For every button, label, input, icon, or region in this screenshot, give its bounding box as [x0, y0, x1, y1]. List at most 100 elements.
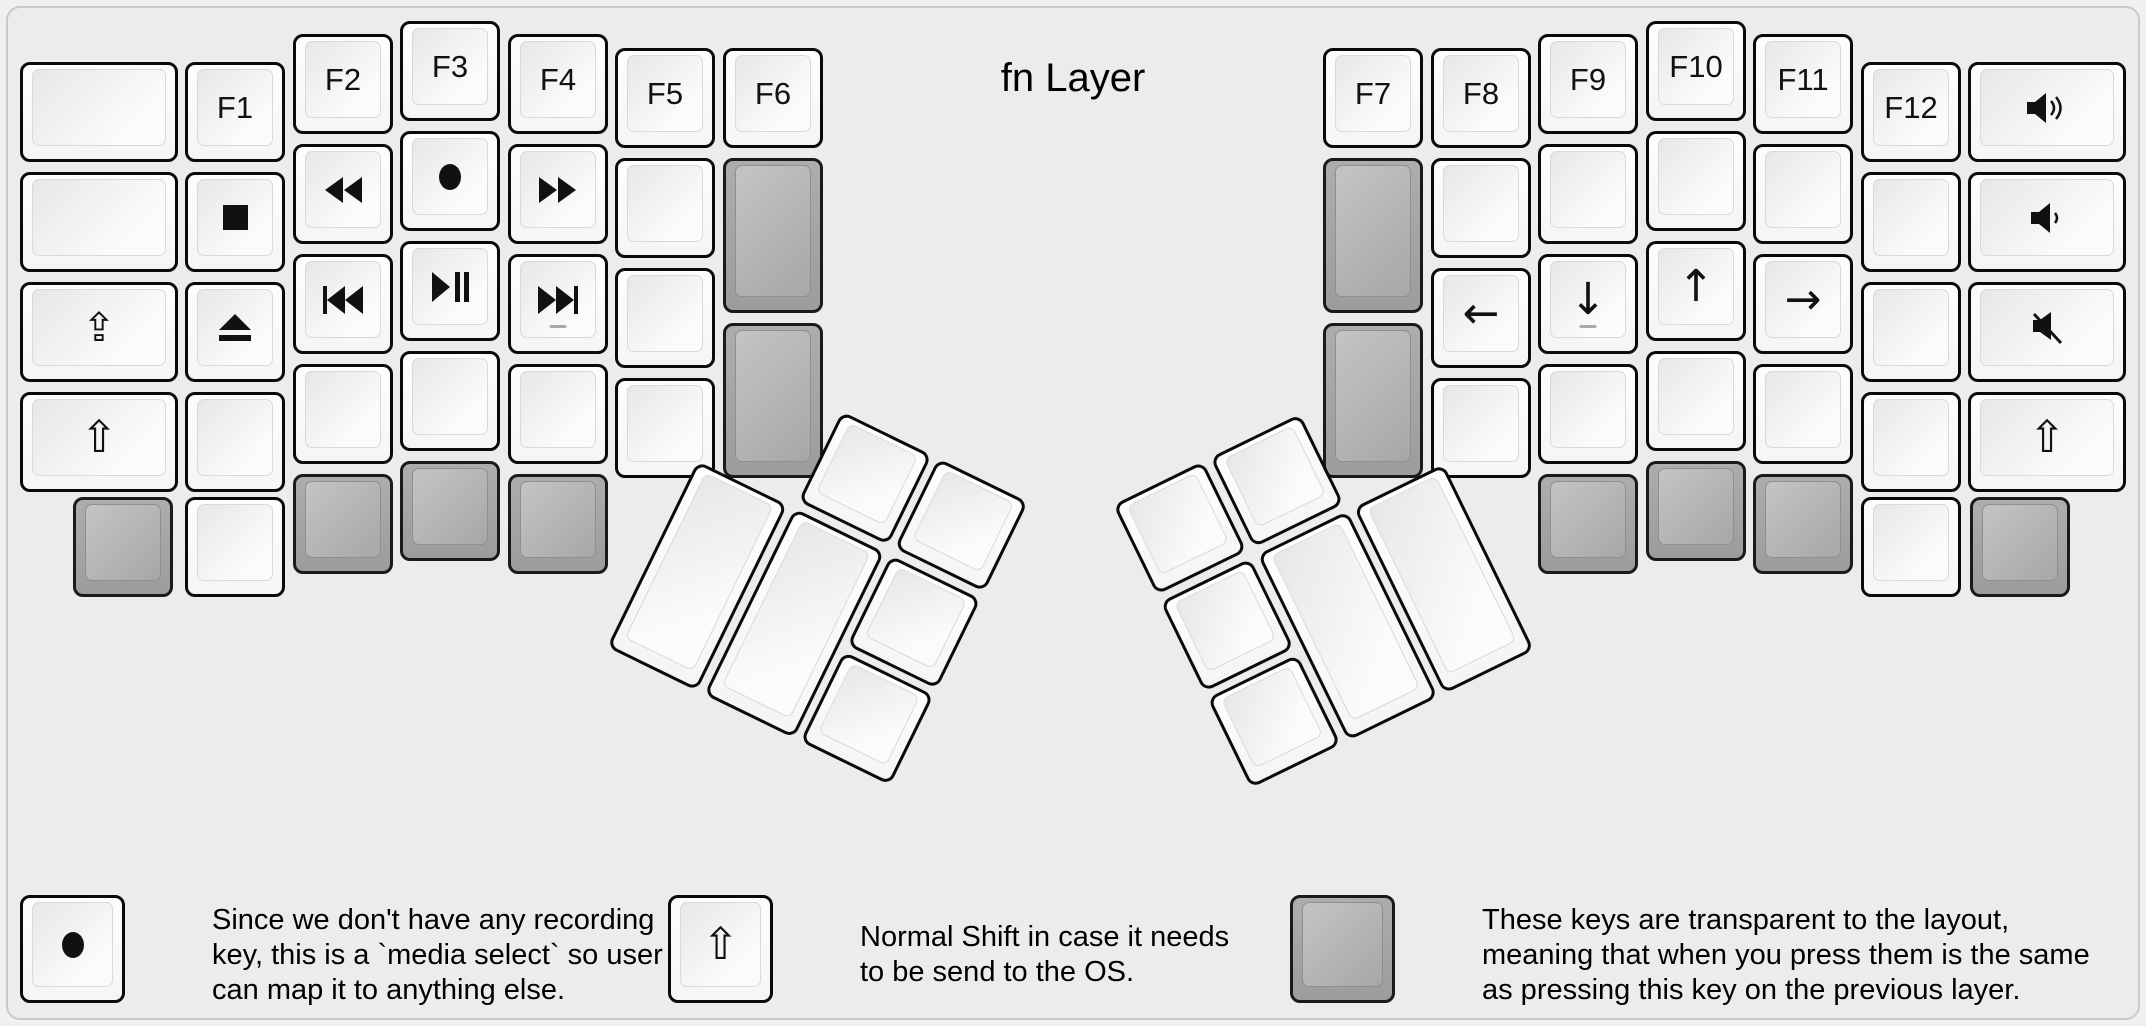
- legend-media-select-line-3: can map it to anything else.: [212, 974, 566, 1006]
- key-blank-f12-col-r4-top: [1873, 399, 1949, 476]
- key-f5-label: F5: [646, 75, 684, 111]
- key-f6-top: F6: [735, 55, 811, 132]
- key-arrow-up[interactable]: ↑: [1646, 241, 1746, 341]
- key-media-fast-forward[interactable]: [508, 144, 608, 244]
- key-blank-f5-col-r2[interactable]: [615, 158, 715, 258]
- key-blank-f11-col-r4[interactable]: [1753, 364, 1853, 464]
- key-blank-f8-col-r2[interactable]: [1431, 158, 1531, 258]
- key-blank-f8-col-r4[interactable]: [1431, 378, 1531, 478]
- key-blank-left-outer-r2[interactable]: [20, 172, 178, 272]
- stop-icon: [222, 204, 249, 231]
- key-blank-f10-col-r4[interactable]: [1646, 351, 1746, 451]
- key-blank-f10-col-r2[interactable]: [1646, 131, 1746, 231]
- key-f9[interactable]: F9: [1538, 34, 1638, 134]
- key-blank-f5-col-r4-top: [627, 385, 703, 462]
- key-blank-f3-col[interactable]: [400, 351, 500, 451]
- legend-transparent-line-3: as pressing this key on the previous lay…: [1482, 974, 2021, 1006]
- key-media-rewind[interactable]: [293, 144, 393, 244]
- key-blank-f12-col-r4[interactable]: [1861, 392, 1961, 492]
- key-media-next-track[interactable]: [508, 254, 608, 354]
- key-transparent-f7-tall-2[interactable]: [1323, 323, 1423, 478]
- key-f12-label: F12: [1884, 89, 1938, 125]
- key-f3[interactable]: F3: [400, 21, 500, 121]
- key-blank-f12-col-r3[interactable]: [1861, 282, 1961, 382]
- eject-icon: [217, 313, 253, 342]
- key-f6[interactable]: F6: [723, 48, 823, 148]
- key-shift-right-glyph: ⇧: [2028, 411, 2066, 463]
- key-media-play-pause-top: [412, 248, 488, 325]
- key-f2[interactable]: F2: [293, 34, 393, 134]
- key-media-eject-top: [197, 289, 273, 366]
- legend-normal-shift-line-1: Normal Shift in case it needs: [860, 921, 1230, 953]
- key-blank-f9-col-r2-top: [1550, 151, 1626, 228]
- mute-icon: [2029, 311, 2065, 345]
- key-volume-mute[interactable]: [1968, 282, 2126, 382]
- key-f1-label: F1: [216, 89, 254, 125]
- volume-up-icon: [2025, 92, 2069, 124]
- key-blank-f2-col[interactable]: [293, 364, 393, 464]
- key-arrow-down[interactable]: ↓: [1538, 254, 1638, 354]
- key-transparent-left-bottom-4[interactable]: [400, 461, 500, 561]
- key-shift-right-top: ⇧: [1980, 399, 2114, 476]
- key-f12[interactable]: F12: [1861, 62, 1961, 162]
- record-icon: [437, 162, 463, 192]
- key-transparent-right-bottom-5[interactable]: [1970, 497, 2070, 597]
- key-transparent-left-bottom-4-top: [412, 468, 488, 545]
- key-blank-f12-col-r2-top: [1873, 179, 1949, 256]
- key-transparent-right-bottom-1-top: [1550, 481, 1626, 558]
- key-blank-f10-col-r2-top: [1658, 138, 1734, 215]
- key-transparent-left-bottom-1[interactable]: [73, 497, 173, 597]
- key-arrow-right[interactable]: →: [1753, 254, 1853, 354]
- key-f10[interactable]: F10: [1646, 21, 1746, 121]
- key-transparent-f7-tall-1[interactable]: [1323, 158, 1423, 313]
- key-f1[interactable]: F1: [185, 62, 285, 162]
- key-media-play-pause[interactable]: [400, 241, 500, 341]
- key-volume-down[interactable]: [1968, 172, 2126, 272]
- key-f10-top: F10: [1658, 28, 1734, 105]
- key-blank-f5-col-r3[interactable]: [615, 268, 715, 368]
- key-transparent-f6-tall-2[interactable]: [723, 323, 823, 478]
- key-f5[interactable]: F5: [615, 48, 715, 148]
- legend-media-select-line-2: key, this is a `media select` so user: [212, 939, 663, 971]
- key-transparent-f6-tall-1[interactable]: [723, 158, 823, 313]
- key-transparent-left-bottom-3[interactable]: [293, 474, 393, 574]
- key-arrow-left[interactable]: ←: [1431, 268, 1531, 368]
- key-transparent-left-bottom-5-top: [520, 481, 596, 558]
- key-blank-left-bottom-2[interactable]: [185, 497, 285, 597]
- key-arrow-left-glyph: ←: [1462, 287, 1500, 339]
- key-transparent-right-bottom-2-top: [1658, 468, 1734, 545]
- key-transparent-right-bottom-2[interactable]: [1646, 461, 1746, 561]
- key-blank-f9-col-r4[interactable]: [1538, 364, 1638, 464]
- key-blank-f1-col[interactable]: [185, 392, 285, 492]
- key-media-eject[interactable]: [185, 282, 285, 382]
- key-blank-right-bottom-4[interactable]: [1861, 497, 1961, 597]
- key-blank-f4-col[interactable]: [508, 364, 608, 464]
- key-blank-f9-col-r2[interactable]: [1538, 144, 1638, 244]
- key-blank-f8-col-r2-top: [1443, 165, 1519, 242]
- key-shift-left[interactable]: ⇧: [20, 392, 178, 492]
- key-shift-right[interactable]: ⇧: [1968, 392, 2126, 492]
- key-caps-lock[interactable]: ⇪: [20, 282, 178, 382]
- key-media-record[interactable]: [400, 131, 500, 231]
- key-f11[interactable]: F11: [1753, 34, 1853, 134]
- next-track-icon: [537, 285, 579, 314]
- key-media-stop[interactable]: [185, 172, 285, 272]
- key-transparent-right-bottom-1[interactable]: [1538, 474, 1638, 574]
- homing-dash: [1579, 325, 1597, 328]
- key-f4[interactable]: F4: [508, 34, 608, 134]
- key-transparent-left-bottom-1-top: [85, 504, 161, 581]
- key-f8[interactable]: F8: [1431, 48, 1531, 148]
- key-blank-f1-col-top: [197, 399, 273, 476]
- key-f7[interactable]: F7: [1323, 48, 1423, 148]
- key-transparent-right-bottom-3-top: [1765, 481, 1841, 558]
- key-transparent-left-bottom-5[interactable]: [508, 474, 608, 574]
- key-blank-f5-col-r4[interactable]: [615, 378, 715, 478]
- key-blank-left-outer-r1[interactable]: [20, 62, 178, 162]
- key-transparent-right-bottom-3[interactable]: [1753, 474, 1853, 574]
- key-volume-up[interactable]: [1968, 62, 2126, 162]
- key-blank-f12-col-r2[interactable]: [1861, 172, 1961, 272]
- key-transparent-left-bottom-3-top: [305, 481, 381, 558]
- key-blank-f11-col-r2[interactable]: [1753, 144, 1853, 244]
- legend-sample-key-top: [32, 902, 113, 987]
- key-media-prev-track[interactable]: [293, 254, 393, 354]
